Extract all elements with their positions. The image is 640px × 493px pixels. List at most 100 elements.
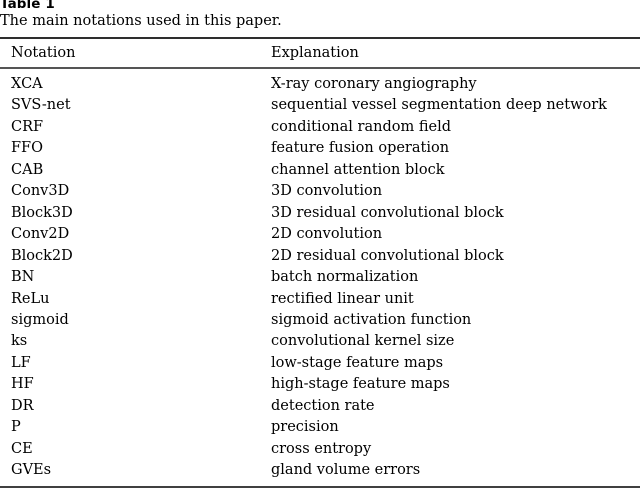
column-header-explanation-label: Explanation	[271, 45, 359, 61]
table-bottom-rule	[0, 486, 640, 488]
cell-notation: P	[0, 417, 260, 438]
explanation-text: channel attention block	[271, 161, 445, 178]
notation-text: DR	[11, 397, 34, 414]
notation-text: LF	[11, 354, 31, 371]
cell-notation: GVEs	[0, 460, 260, 481]
table-row: XCA X-ray coronary angiography	[0, 67, 640, 95]
cell-explanation: precision	[260, 417, 640, 438]
table-row: LF low-stage feature maps	[0, 353, 640, 374]
cell-explanation: 2D residual convolutional block	[260, 246, 640, 267]
explanation-text: sigmoid activation function	[271, 311, 472, 328]
cell-notation: Block2D	[0, 246, 260, 267]
explanation-text: 2D residual convolutional block	[271, 247, 504, 264]
explanation-text: 3D convolution	[271, 183, 383, 200]
cell-explanation: low-stage feature maps	[260, 353, 640, 374]
explanation-text: detection rate	[271, 397, 375, 414]
cell-explanation: 3D residual convolutional block	[260, 203, 640, 224]
cell-notation: ks	[0, 331, 260, 352]
cell-explanation: conditional random field	[260, 117, 640, 138]
notation-text: Conv2D	[11, 226, 70, 243]
cell-notation: BN	[0, 267, 260, 288]
explanation-text: rectified linear unit	[271, 290, 414, 307]
table-header: Notation Explanation	[0, 39, 640, 67]
cell-explanation: 2D convolution	[260, 224, 640, 245]
table-row: Conv3D 3D convolution	[0, 181, 640, 202]
cell-notation: FFO	[0, 138, 260, 159]
cell-explanation: channel attention block	[260, 160, 640, 181]
table-row: ks convolutional kernel size	[0, 331, 640, 352]
cell-notation: LF	[0, 353, 260, 374]
cell-explanation: sequential vessel segmentation deep netw…	[260, 95, 640, 116]
cell-explanation: convolutional kernel size	[260, 331, 640, 352]
explanation-text: precision	[271, 419, 339, 436]
notation-text: ReLu	[11, 290, 50, 307]
cell-notation: Conv2D	[0, 224, 260, 245]
notation-text: sigmoid	[11, 311, 69, 328]
table-row: Conv2D 2D convolution	[0, 224, 640, 245]
explanation-text: sequential vessel segmentation deep netw…	[271, 97, 607, 114]
explanation-text: 3D residual convolutional block	[271, 204, 504, 221]
notation-text: P	[11, 419, 21, 436]
cell-notation: CE	[0, 439, 260, 460]
cell-notation: CRF	[0, 117, 260, 138]
table-header-row: Notation Explanation	[0, 39, 640, 67]
cell-notation: HF	[0, 374, 260, 395]
cell-explanation: detection rate	[260, 396, 640, 417]
cell-explanation: batch normalization	[260, 267, 640, 288]
cell-explanation: high-stage feature maps	[260, 374, 640, 395]
notation-text: CE	[11, 440, 33, 457]
table-row: Block2D 2D residual convolutional block	[0, 246, 640, 267]
notation-text: Conv3D	[11, 183, 70, 200]
table-row: GVEs gland volume errors	[0, 460, 640, 481]
cell-explanation: feature fusion operation	[260, 138, 640, 159]
cell-explanation: 3D convolution	[260, 181, 640, 202]
cell-notation: sigmoid	[0, 310, 260, 331]
table-row: HF high-stage feature maps	[0, 374, 640, 395]
explanation-text: convolutional kernel size	[271, 333, 455, 350]
cell-explanation: cross entropy	[260, 439, 640, 460]
table-label: Table 1	[0, 0, 55, 12]
explanation-text: conditional random field	[271, 118, 451, 135]
explanation-text: feature fusion operation	[271, 140, 450, 157]
table-header-rule	[0, 67, 640, 69]
notation-text: BN	[11, 269, 35, 286]
cell-explanation: rectified linear unit	[260, 289, 640, 310]
table-row: Block3D 3D residual convolutional block	[0, 203, 640, 224]
cell-explanation: gland volume errors	[260, 460, 640, 481]
table-row: CRF conditional random field	[0, 117, 640, 138]
notation-text: HF	[11, 376, 34, 393]
table-row: CE cross entropy	[0, 439, 640, 460]
table-row: P precision	[0, 417, 640, 438]
explanation-text: gland volume errors	[271, 462, 421, 479]
table-row: CAB channel attention block	[0, 160, 640, 181]
cell-notation: Conv3D	[0, 181, 260, 202]
cell-notation: CAB	[0, 160, 260, 181]
cell-notation: ReLu	[0, 289, 260, 310]
column-header-explanation: Explanation	[260, 39, 640, 67]
explanation-text: low-stage feature maps	[271, 354, 444, 371]
table-row: ReLu rectified linear unit	[0, 289, 640, 310]
notations-table: Notation Explanation XCA X-ray coronary …	[0, 39, 640, 482]
notation-text: ks	[11, 333, 28, 350]
explanation-text: cross entropy	[271, 440, 372, 457]
explanation-text: batch normalization	[271, 269, 419, 286]
notation-text: SVS-net	[11, 97, 71, 114]
notation-text: Block3D	[11, 204, 73, 221]
table-row: BN batch normalization	[0, 267, 640, 288]
cell-explanation: X-ray coronary angiography	[260, 67, 640, 95]
column-header-notation-label: Notation	[11, 45, 76, 61]
table-row: sigmoid sigmoid activation function	[0, 310, 640, 331]
notation-text: FFO	[11, 140, 44, 157]
table-body: XCA X-ray coronary angiography SVS-net s…	[0, 67, 640, 482]
notation-text: CAB	[11, 161, 44, 178]
notation-text: XCA	[11, 76, 43, 92]
table-row: FFO feature fusion operation	[0, 138, 640, 159]
notation-text: CRF	[11, 118, 44, 135]
cell-notation: Block3D	[0, 203, 260, 224]
table-caption-text: The main notations used in this paper.	[0, 13, 282, 29]
explanation-text: high-stage feature maps	[271, 376, 450, 393]
table-top-rule	[0, 37, 640, 39]
cell-notation: DR	[0, 396, 260, 417]
column-header-notation: Notation	[0, 39, 260, 67]
